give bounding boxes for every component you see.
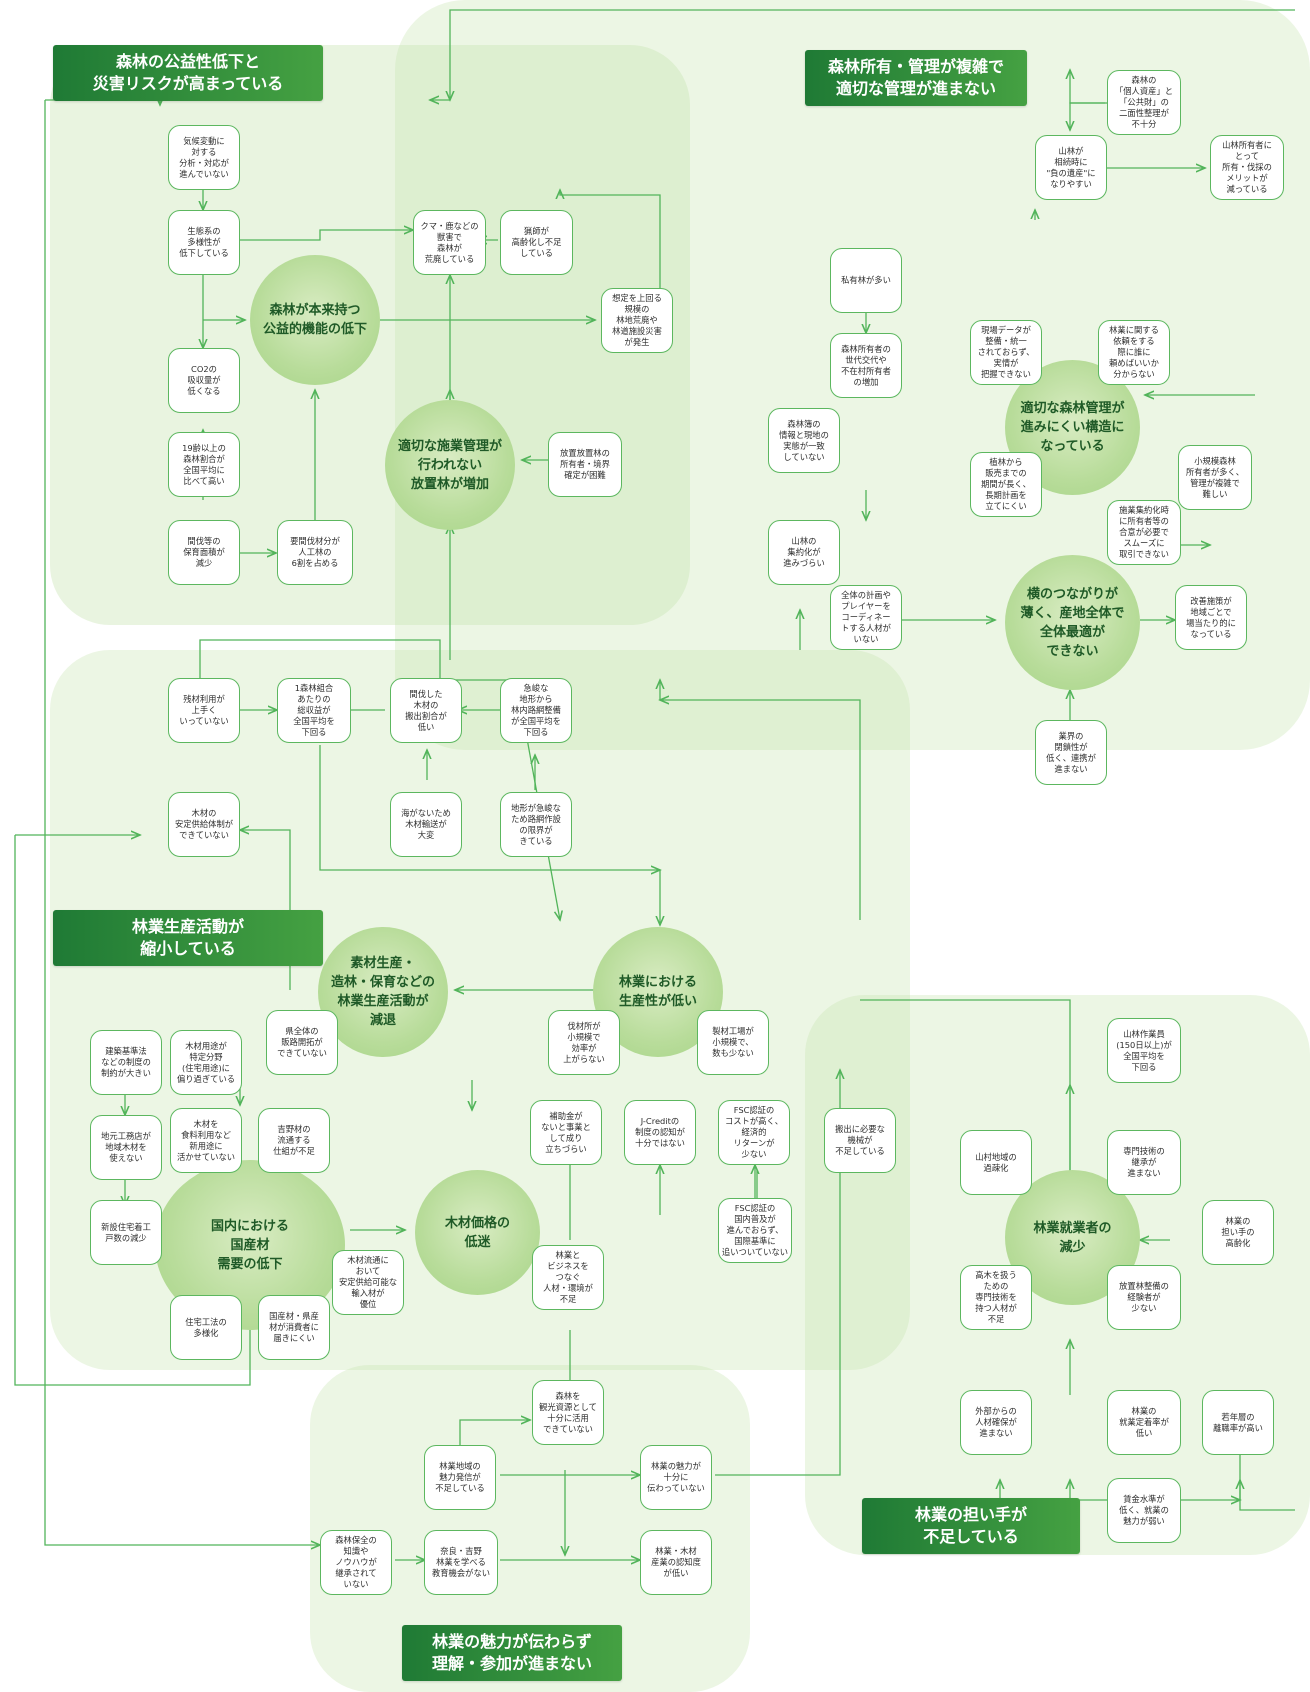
node-no-sea: 海がないため 木材輸送が 大変 bbox=[390, 792, 462, 857]
node-private-forest: 私有林が多い bbox=[830, 248, 902, 313]
node-depopulation: 山村地域の 過疎化 bbox=[960, 1130, 1032, 1195]
node-long-term-plan: 植林から 販売までの 期間が長く、 長期計画を 立てにくい bbox=[970, 452, 1042, 517]
node-business-bridge: 林業と ビジネスを つなぐ 人材・環境が 不足 bbox=[532, 1245, 604, 1310]
node-worker-aging: 林業の 担い手の 高齢化 bbox=[1202, 1200, 1274, 1265]
node-appeal-communication: 林業の魅力が 十分に 伝わっていない bbox=[640, 1445, 712, 1510]
node-youth-turnover: 若年層の 離職率が高い bbox=[1202, 1390, 1274, 1455]
node-machine-shortage: 搬出に必要な 機械が 不足している bbox=[824, 1108, 896, 1173]
node-housing-starts: 新設住宅着工 戸数の減少 bbox=[90, 1200, 162, 1265]
node-wage-level: 賃金水準が 低く、就業の 魅力が弱い bbox=[1107, 1478, 1181, 1543]
node-regional-promotion: 林業地域の 魅力発信が 不足している bbox=[424, 1445, 496, 1510]
node-steep-terrain: 地形が急峻な ため路網作設 の限界が きている bbox=[500, 792, 572, 857]
node-fsc-domestic: FSC認証の 国内普及が 進んでおらず、 国際基準に 追いついていない bbox=[718, 1198, 792, 1263]
node-industry-awareness: 林業・木材 産業の認知度 が低い bbox=[640, 1530, 712, 1595]
node-sales-channels: 県全体の 販路開拓が できていない bbox=[266, 1010, 338, 1075]
node-small-logging: 伐材所が 小規模で 効率が 上がらない bbox=[548, 1010, 620, 1075]
node-extraction-ratio: 間伐した 木材の 搬出割合が 低い bbox=[390, 678, 462, 743]
node-climate-change: 気候変動に 対する 分析・対応が 進んでいない bbox=[168, 125, 240, 190]
banner-production: 林業生産活動が 縮小している bbox=[53, 910, 323, 966]
node-subsidy-dependence: 補助金が ないと事業と して成り 立ちづらい bbox=[530, 1100, 602, 1165]
node-consumer-reach: 国産材・県産 材が消費者に 届きにくい bbox=[258, 1295, 330, 1360]
node-industry-closed: 業界の 閉鎖性が 低く、連携が 進まない bbox=[1035, 720, 1107, 785]
node-thinning-required: 要間伐材分が 人工林の 6割を占める bbox=[277, 520, 353, 585]
node-construction-diversity: 住宅工法の 多様化 bbox=[170, 1295, 242, 1360]
node-small-sawmill: 製材工場が 小規模で、 数も少ない bbox=[697, 1010, 769, 1075]
node-wildlife-damage: クマ・鹿などの 獣害で 森林が 荒廃している bbox=[413, 210, 486, 275]
banner-appeal: 林業の魅力が伝わらず 理解・参加が進まない bbox=[402, 1625, 622, 1681]
node-consolidation-hard: 山林の 集約化が 進みづらい bbox=[768, 520, 840, 585]
node-owner-merit: 山林所有者に とって 所有・伐採の メリットが 減っている bbox=[1210, 135, 1284, 200]
node-field-data: 現場データが 整備・統一 されておらず、 実情が 把握できない bbox=[970, 320, 1042, 385]
node-abandoned-experience: 放置林整備の 経験者が 少ない bbox=[1107, 1265, 1181, 1330]
node-asset-duality: 森林の 「個人資産」と 「公共財」の 二面性整理が 不十分 bbox=[1107, 70, 1181, 135]
node-retention-rate: 林業の 就業定着率が 低い bbox=[1107, 1390, 1181, 1455]
node-external-recruit: 外部からの 人材確保が 進まない bbox=[960, 1390, 1032, 1455]
node-ad-hoc-measures: 改善施策が 地域ごとで 場当たり的に なっている bbox=[1175, 585, 1247, 650]
node-abandoned-owner: 放置放置林の 所有者・境界 確定が困難 bbox=[548, 432, 622, 497]
hub-public-function-decline: 森林が本来持つ 公益的機能の低下 bbox=[250, 255, 380, 385]
banner-public-function: 森林の公益性低下と 災害リスクが高まっている bbox=[53, 45, 323, 101]
hub-timber-price-slump: 木材価格の 低迷 bbox=[415, 1170, 540, 1295]
node-thinning-area: 間伐等の 保育面積が 減少 bbox=[168, 520, 240, 585]
hub-horizontal-connection: 横のつながりが 薄く、産地全体で 全体最適が できない bbox=[1005, 555, 1140, 690]
banner-forest-management: 森林所有・管理が複雑で 適切な管理が進まない bbox=[805, 50, 1027, 106]
hub-production-decline: 素材生産・ 造林・保育などの 林業生産活動が 減退 bbox=[318, 927, 448, 1057]
node-inheritance-burden: 山林が 相続時に "負の遺産"に なりやすい bbox=[1035, 135, 1107, 200]
banner-workforce: 林業の担い手が 不足している bbox=[862, 1498, 1080, 1554]
node-owner-consent: 施業集約化時 に所有者等の 合意が必要で スムーズに 取引できない bbox=[1107, 500, 1181, 565]
node-local-builders: 地元工務店が 地域木材を 使えない bbox=[90, 1115, 162, 1180]
node-new-uses: 木材を 食料利用など 新用途に 活かせていない bbox=[170, 1108, 242, 1173]
node-tall-tree-skill: 高木を扱う ための 専門技術を 持つ人材が 不足 bbox=[960, 1265, 1032, 1330]
node-owner-generation: 森林所有者の 世代交代や 不在村所有者 の増加 bbox=[830, 333, 902, 398]
node-road-network: 急峻な 地形から 林内路網整備 が全国平均を 下回る bbox=[500, 678, 572, 743]
node-building-law: 建築基準法 などの制度の 制約が大きい bbox=[90, 1030, 162, 1095]
node-union-revenue: 1森林組合 あたりの 総収益が 全国平均を 下回る bbox=[277, 678, 351, 743]
node-tourism-resource: 森林を 観光資源として 十分に活用 できていない bbox=[532, 1380, 604, 1445]
node-who-to-ask: 林業に関する 依頼をする 際に誰に 頼めばいいか 分からない bbox=[1098, 320, 1170, 385]
node-residue-use: 残材利用が 上手く いっていない bbox=[168, 678, 240, 743]
node-fsc-cost: FSC認証の コストが高く、 経済的 リターンが 少ない bbox=[718, 1100, 790, 1165]
node-co2-absorption: CO2の 吸収量が 低くなる bbox=[168, 348, 240, 413]
node-biodiversity: 生態系の 多様性が 低下している bbox=[168, 210, 240, 275]
node-forest-register: 森林簿の 情報と現地の 実態が一致 していない bbox=[768, 408, 840, 473]
hub-abandoned-forest: 適切な施業管理が 行われない 放置林が増加 bbox=[385, 400, 515, 530]
node-stable-supply: 木材の 安定供給体制が できていない bbox=[168, 792, 240, 857]
node-small-owners: 小規模森林 所有者が多く、 管理が複雑で 難しい bbox=[1178, 445, 1252, 510]
node-education-opportunity: 奈良・吉野 林業を学べる 教育機会がない bbox=[424, 1530, 498, 1595]
node-hunter-aging: 猟師が 高齢化し不足 している bbox=[500, 210, 573, 275]
node-j-credit: J-Creditの 制度の認知が 十分ではない bbox=[624, 1100, 696, 1165]
node-yoshino-distribution: 吉野材の 流通する 仕組が不足 bbox=[258, 1108, 330, 1173]
node-conservation-knowhow: 森林保全の 知識や ノウハウが 継承されて いない bbox=[320, 1530, 392, 1595]
node-forest-age-ratio: 19齢以上の 森林割合が 全国平均に 比べて高い bbox=[168, 432, 240, 497]
node-skill-transfer: 専門技術の 継承が 進まない bbox=[1107, 1130, 1181, 1195]
node-worker-count: 山林作業員 (150日以上)が 全国平均を 下回る bbox=[1107, 1018, 1181, 1083]
node-import-advantage: 木材流通に おいて 安定供給可能な 輸入材が 優位 bbox=[332, 1250, 404, 1315]
node-no-coordinator: 全体の計画や プレイヤーを コーディネー トする人材が いない bbox=[830, 585, 902, 650]
node-housing-bias: 木材用途が 特定分野 (住宅用途)に 偏り過ぎている bbox=[170, 1030, 242, 1095]
node-disaster-scale: 想定を上回る 規模の 林地荒廃や 林道施設災害 が発生 bbox=[601, 288, 673, 353]
